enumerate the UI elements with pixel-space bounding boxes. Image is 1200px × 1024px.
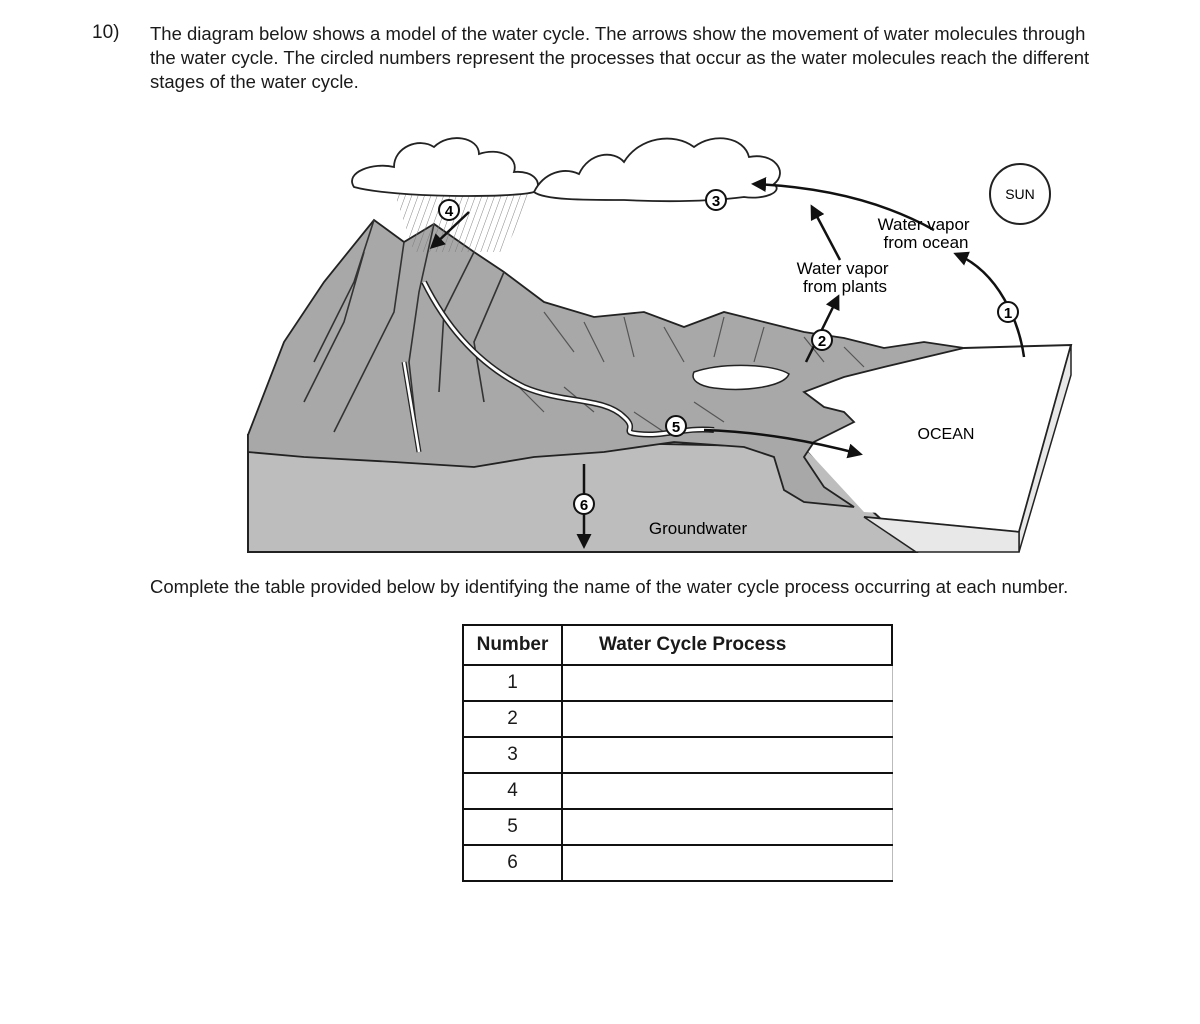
row-number: 4 — [463, 773, 562, 809]
vapor-plants-line-1: Water vapor — [797, 259, 889, 278]
question-text: The diagram below shows a model of the w… — [150, 22, 1150, 94]
question-line-2: the water cycle. The circled numbers rep… — [150, 46, 1150, 70]
table-header-row: Number Water Cycle Process — [463, 625, 892, 665]
plant-vapor-arrow-high — [812, 207, 840, 260]
svg-text:6: 6 — [580, 497, 588, 514]
vapor-plants-line-2: from plants — [803, 277, 887, 296]
marker-2: 2 — [812, 330, 832, 350]
vapor-ocean-line-2: from ocean — [883, 233, 968, 252]
table-row: 4 — [463, 773, 892, 809]
row-number: 6 — [463, 845, 562, 881]
rain — [394, 192, 534, 252]
question-line-1: The diagram below shows a model of the w… — [150, 22, 1150, 46]
row-number: 3 — [463, 737, 562, 773]
marker-1: 1 — [998, 302, 1018, 322]
vapor-plants-label: Water vapor from plants — [797, 259, 894, 296]
row-number: 5 — [463, 809, 562, 845]
groundwater-label: Groundwater — [649, 519, 748, 538]
row-process-answer[interactable] — [562, 809, 892, 845]
row-process-answer[interactable] — [562, 737, 892, 773]
svg-text:3: 3 — [712, 193, 720, 210]
row-process-answer[interactable] — [562, 773, 892, 809]
water-cycle-diagram: SUN Water vapor from ocean Water vapor f… — [244, 112, 1074, 557]
svg-text:5: 5 — [672, 419, 680, 436]
row-process-answer[interactable] — [562, 845, 892, 881]
sun-label: SUN — [1005, 186, 1035, 202]
marker-3: 3 — [706, 190, 726, 210]
instruction-text: Complete the table provided below by ide… — [150, 576, 1068, 598]
header-process: Water Cycle Process — [562, 625, 892, 665]
question-number: 10) — [92, 22, 119, 44]
vapor-ocean-label: Water vapor from ocean — [878, 215, 975, 252]
marker-4: 4 — [439, 200, 459, 220]
row-number: 1 — [463, 665, 562, 701]
row-process-answer[interactable] — [562, 701, 892, 737]
marker-5: 5 — [666, 416, 686, 436]
table-row: 5 — [463, 809, 892, 845]
question-line-3: stages of the water cycle. — [150, 70, 1150, 94]
svg-text:1: 1 — [1004, 305, 1012, 322]
table-row: 1 — [463, 665, 892, 701]
process-table: Number Water Cycle Process 1 2 3 4 5 6 — [462, 624, 893, 882]
row-number: 2 — [463, 701, 562, 737]
ocean-label: OCEAN — [918, 426, 975, 443]
cloud-left — [352, 138, 538, 196]
table-row: 3 — [463, 737, 892, 773]
row-process-answer[interactable] — [562, 665, 892, 701]
cloud-right — [534, 138, 780, 201]
svg-text:4: 4 — [445, 203, 454, 220]
header-number: Number — [463, 625, 562, 665]
table-row: 6 — [463, 845, 892, 881]
marker-6: 6 — [574, 494, 594, 514]
svg-text:2: 2 — [818, 333, 826, 350]
vapor-ocean-line-1: Water vapor — [878, 215, 970, 234]
table-row: 2 — [463, 701, 892, 737]
